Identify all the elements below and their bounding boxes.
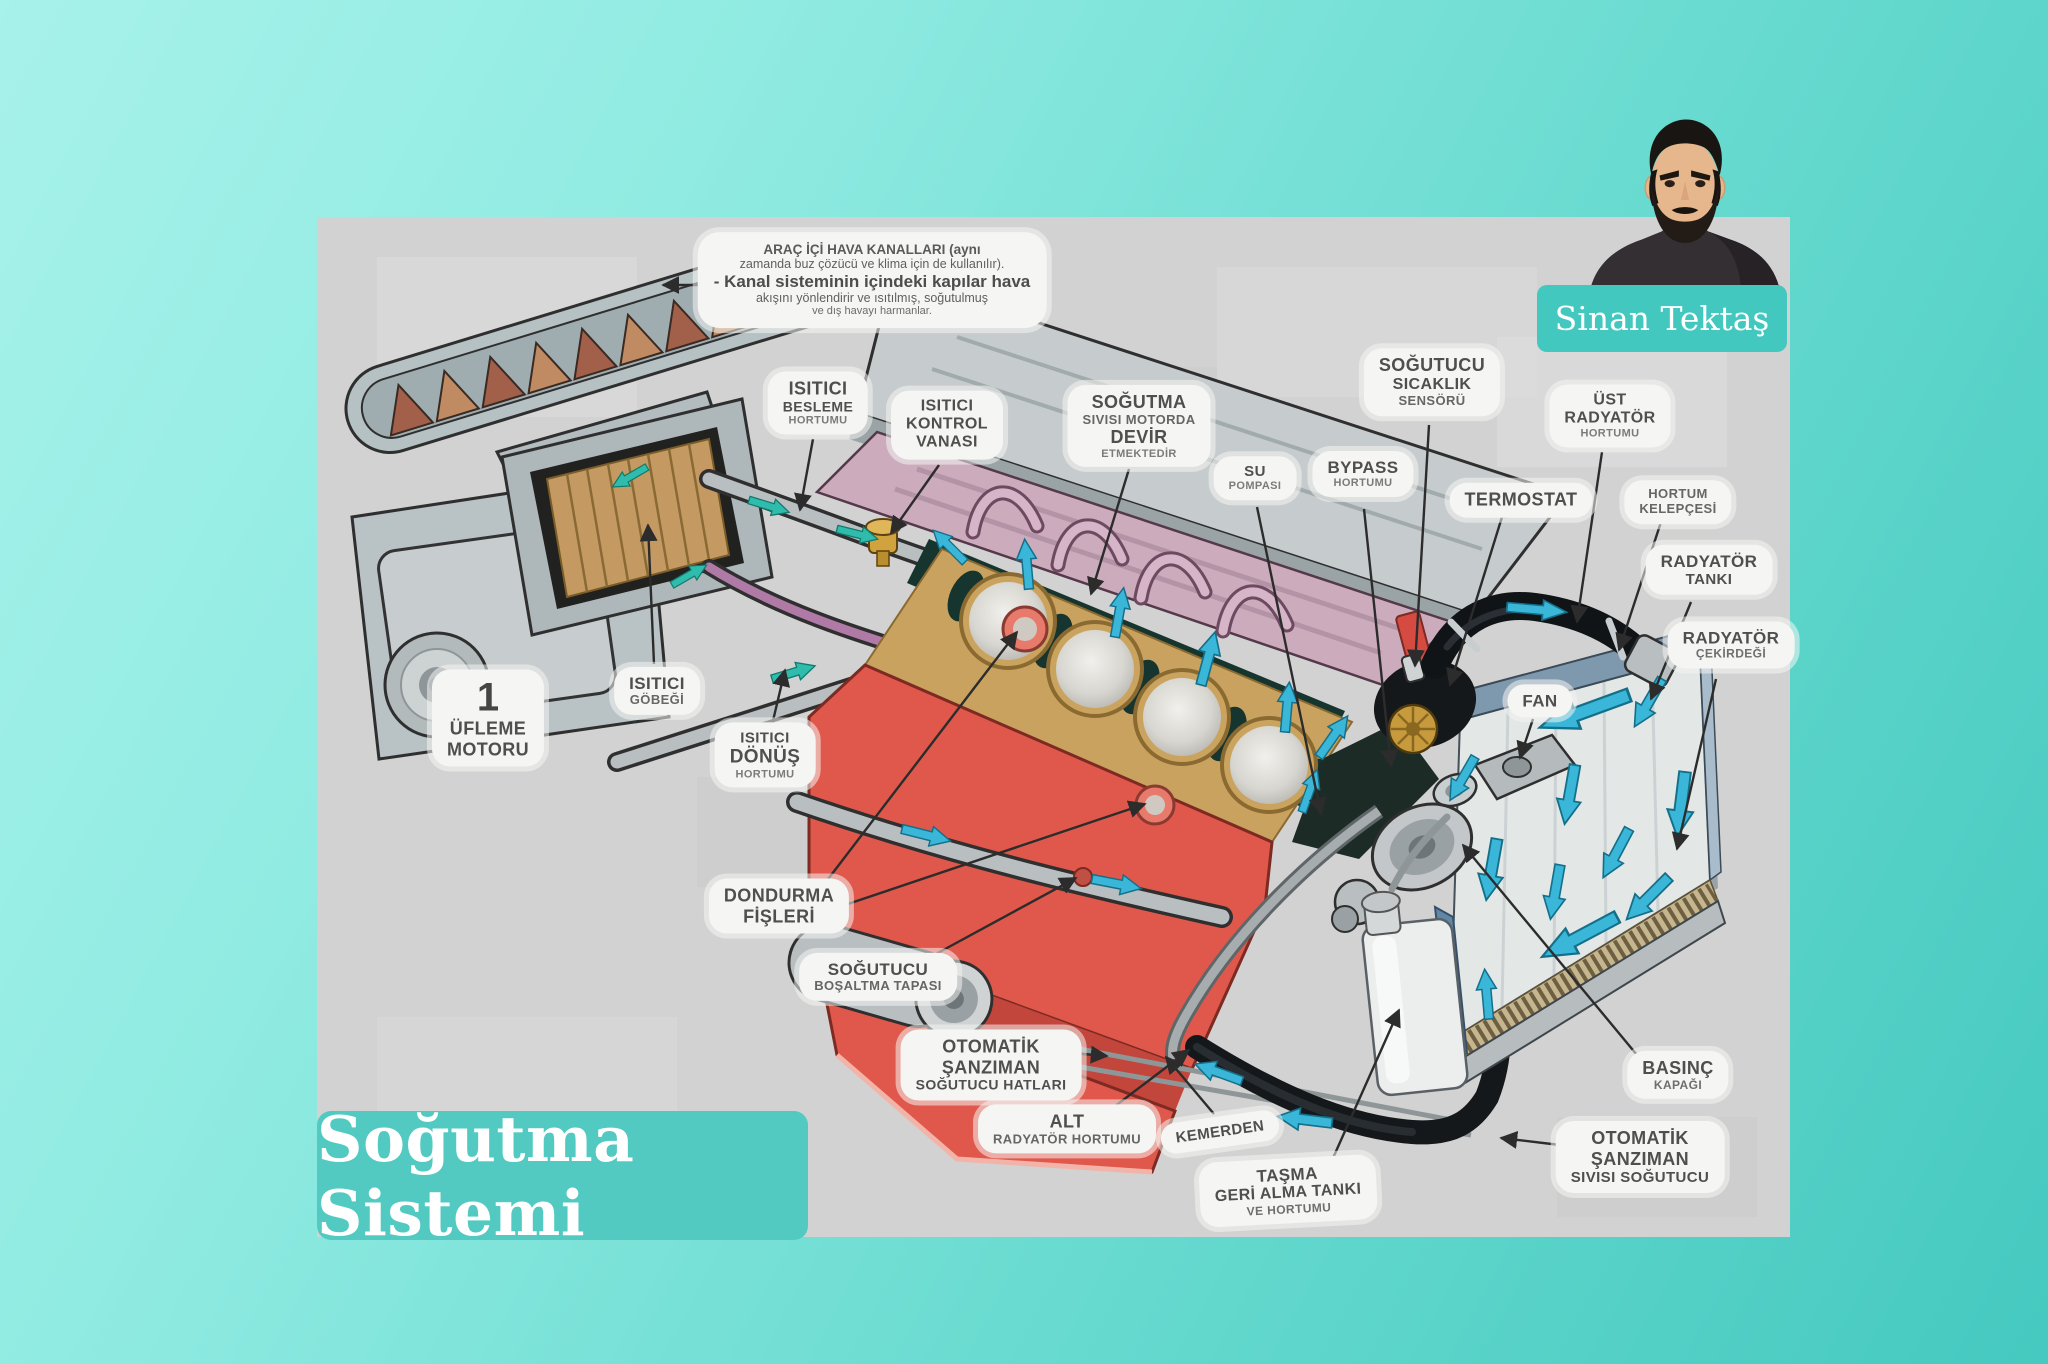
label-isitici-donus-hortumu: ISITICI DÖNÜŞ HORTUMU <box>714 722 816 788</box>
heater-control-valve <box>865 518 901 567</box>
label-basinc-kapagi: BASINÇ KAPAĞI <box>1627 1050 1729 1100</box>
label-ust-radyator-hortumu: ÜST RADYATÖR HORTUMU <box>1549 384 1671 448</box>
label-bypass-hortumu: BYPASS HORTUMU <box>1312 451 1414 497</box>
label-dondurma-fisleri: DONDURMA FİŞLERİ <box>708 878 850 934</box>
hair <box>1649 119 1722 176</box>
label-sogutucu-sicaklik-sensoru: SOĞUTUCU SICAKLIK SENSÖRÜ <box>1363 348 1501 416</box>
label-arac-ici-hava-kanallari: ARAÇ İÇİ HAVA KANALLARI (aynı zamanda bu… <box>697 232 1047 328</box>
drain-plug <box>1073 867 1093 887</box>
label-su-pompasi: SU POMPASI <box>1213 456 1297 500</box>
label-sogutma-sivisi-devir: SOĞUTMA SIVISI MOTORDA DEVİR ETMEKTEDİR <box>1067 384 1211 468</box>
author-name-card: Sinan Tektaş <box>1537 285 1787 352</box>
avatar <box>1590 119 1780 290</box>
label-radyator-tanki: RADYATÖR TANKI <box>1645 544 1773 596</box>
label-radyator-cekirdegi: RADYATÖR ÇEKİRDEĞİ <box>1667 621 1795 669</box>
page-title: Soğutma Sistemi <box>317 1102 808 1250</box>
beard <box>1651 185 1719 244</box>
overflow-tank <box>1360 890 1469 1097</box>
label-ufleme-motoru: 1 ÜFLEME MOTORU <box>431 669 545 767</box>
engine <box>786 273 1570 1175</box>
leader-lines <box>639 276 1718 1168</box>
label-hortum-kelepcesi: HORTUM KELEPÇESİ <box>1624 480 1732 524</box>
label-isitici-besleme-hortumu: ISITICI BESLEME HORTUMU <box>767 371 869 435</box>
label-tasma-geri-alma-tanki: TAŞMA GERİ ALMA TANKI VE HORTUMU <box>1198 1153 1378 1229</box>
overflow-hose <box>1388 813 1451 893</box>
label-isitici-gobegi: ISITICI GÖBEĞİ <box>614 666 700 716</box>
label-fan: FAN <box>1507 684 1573 718</box>
label-otomatik-sanziman-sivisi-sogutucu: OTOMATİK ŞANZIMAN SIVISI SOĞUTUCU <box>1555 1120 1725 1194</box>
label-alt-radyator-hortumu: ALT RADYATÖR HORTUMU <box>978 1104 1156 1154</box>
label-otomatik-sanziman-sogutucu-hatlari: OTOMATİK ŞANZIMAN SOĞUTUCU HATLARI <box>900 1029 1082 1101</box>
heater-core <box>500 397 774 637</box>
page-title-text: Soğutma Sistemi <box>317 1101 635 1250</box>
drive-belt <box>1165 804 1384 1061</box>
hose-clamp <box>1447 618 1481 653</box>
label-termostat: TERMOSTAT <box>1449 482 1593 518</box>
eyebrows <box>1659 170 1711 181</box>
label-isitici-kontrol-vanasi: ISITICI KONTROL VANASI <box>891 390 1003 460</box>
author-name: Sinan Tektaş <box>1554 299 1770 338</box>
label-sogutucu-bosaltma-tapasi: SOĞUTUCU BOŞALTMA TAPASI <box>799 952 957 1002</box>
jacket <box>1590 216 1780 290</box>
